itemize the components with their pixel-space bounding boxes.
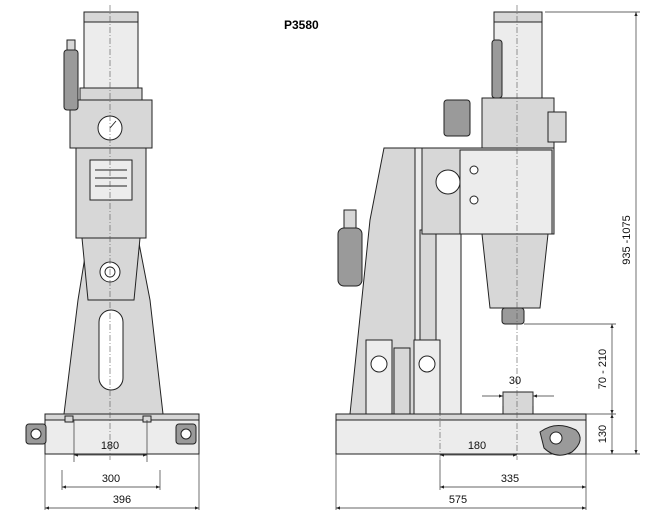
side-cylinder-valve (491, 39, 503, 99)
drawing-title: P3580 (284, 18, 319, 32)
dim-side-mid: 335 (501, 473, 519, 485)
front-view (25, 5, 200, 460)
dim-height-table: 130 (597, 425, 609, 443)
side-right-knob (547, 111, 567, 143)
nameplate (89, 159, 133, 201)
side-table-slot (502, 391, 534, 415)
filter-regulator-2 (413, 339, 441, 415)
side-gauge (435, 169, 461, 195)
filter-regulator-1 (365, 339, 393, 415)
front-column-window (98, 309, 124, 391)
front-cylinder (83, 11, 139, 101)
dim-side-overall: 575 (449, 494, 467, 506)
front-dimensions: 180 300 396 (44, 420, 200, 510)
side-ram (481, 233, 549, 309)
side-upper-housing (481, 97, 555, 149)
dim-front-inner: 300 (102, 473, 120, 485)
dim-front-overall: 396 (113, 494, 131, 506)
lubricator (393, 347, 411, 415)
dim-side-holes: 180 (468, 440, 486, 452)
dim-side-slot: 30 (509, 375, 521, 387)
dim-front-holes: 180 (101, 440, 119, 452)
side-valve-block (443, 99, 471, 137)
side-dimensions: 30 180 335 575 935 -1075 70 - 210 130 (335, 11, 640, 510)
dim-height-overall: 935 -1075 (621, 215, 633, 265)
dim-height-stroke: 70 - 210 (597, 349, 609, 389)
side-left-valve (337, 227, 363, 287)
front-valve (63, 49, 79, 111)
side-punch (501, 307, 525, 325)
side-view (335, 5, 587, 460)
